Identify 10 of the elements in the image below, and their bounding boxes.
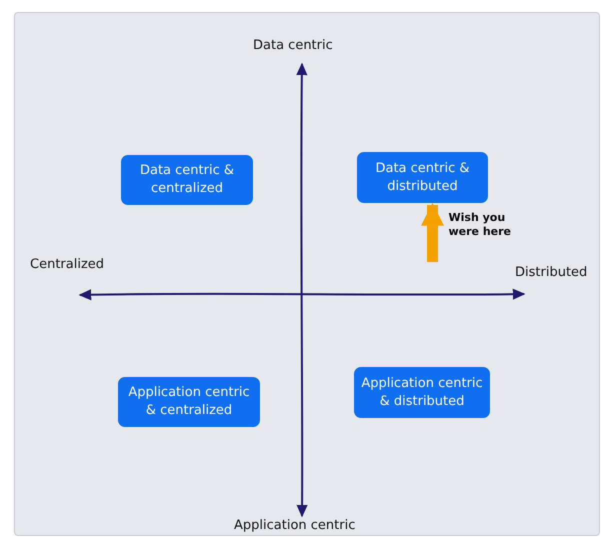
arrow (420, 202, 444, 262)
edge-label: Wish you were here (448, 211, 512, 239)
axis-label: Application centric (234, 518, 356, 533)
axis-label: Distributed (515, 265, 588, 280)
axis-label: Data centric (253, 38, 333, 53)
quadrant-box: Data centric & distributed (357, 152, 488, 203)
quadrant-box: Application centric & distributed (354, 367, 490, 418)
quadrant-box: Data centric & centralized (121, 155, 253, 205)
quadrant-box: Application centric & centralized (118, 377, 260, 427)
axis-label: Centralized (30, 257, 104, 272)
